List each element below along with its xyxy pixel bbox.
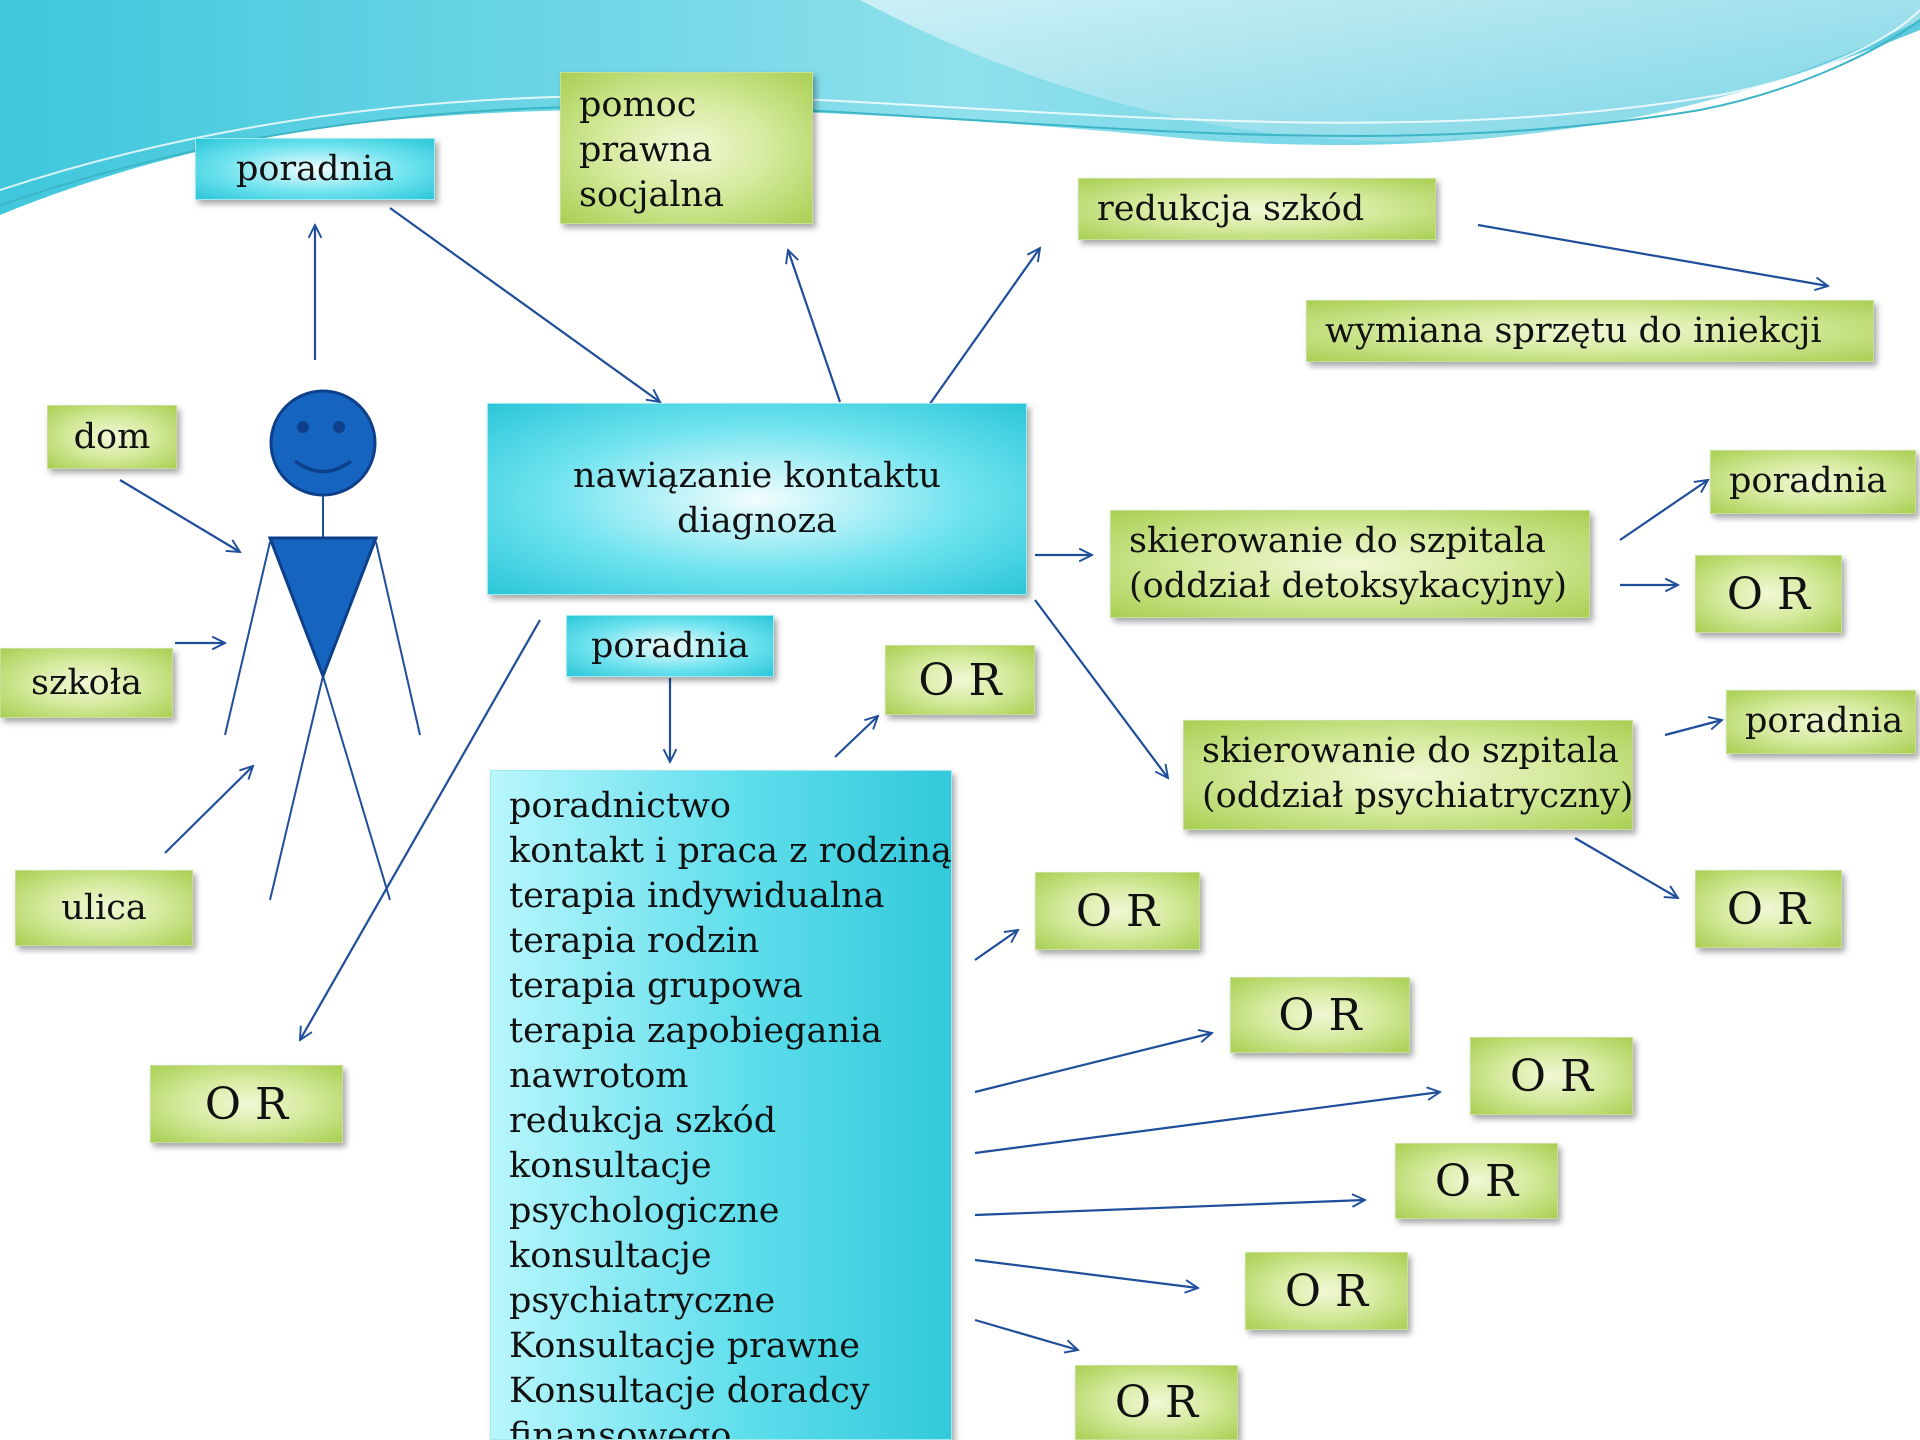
or-box-top: O R [885, 645, 1035, 715]
node-label: skierowanie do szpitala [1202, 731, 1619, 771]
or-box-detox: O R [1695, 555, 1842, 633]
person-eye-right [333, 421, 345, 433]
node-label: skierowanie do szpitala [1129, 521, 1546, 561]
arrow-ulica-to-person [164, 766, 253, 854]
arrow-psych-to-or [1574, 837, 1678, 898]
service-item: Konsultacje doradcy [509, 1371, 870, 1411]
arrow-center-to-psych [1034, 599, 1168, 778]
node-label: nawiązanie kontaktu [573, 456, 941, 496]
person-torso [267, 536, 379, 681]
arrow-services-to-or-top [834, 716, 878, 758]
node-poradnia-r1: poradnia [1710, 450, 1916, 514]
node-services: poradnictwo kontakt i praca z rodziną te… [490, 770, 952, 1440]
service-item: redukcja szkód [509, 1101, 777, 1141]
arrow-detox-to-poradnia [1619, 480, 1708, 541]
node-pomoc: pomoc prawna socjalna [560, 72, 813, 224]
service-item: terapia rodzin [509, 921, 760, 961]
node-label: (oddział psychiatryczny) [1202, 776, 1634, 816]
arrow-services-to-or-4 [974, 1200, 1365, 1217]
node-center: nawiązanie kontaktu diagnoza [487, 403, 1027, 595]
node-redukcja: redukcja szkód [1078, 178, 1436, 240]
or-box-psych: O R [1695, 870, 1842, 948]
or-label: O R [1114, 1377, 1199, 1428]
node-szkola: szkoła [0, 648, 173, 718]
service-item: psychologiczne [509, 1191, 780, 1231]
service-item: terapia grupowa [509, 966, 803, 1006]
or-box-2: O R [1230, 977, 1410, 1053]
service-item: terapia indywidualna [509, 876, 885, 916]
node-label: poradnia [235, 148, 395, 189]
arrow-poradnia-to-center [389, 207, 660, 402]
node-ulica: ulica [15, 870, 193, 946]
person-figure [224, 389, 421, 901]
node-label: redukcja szkód [1097, 189, 1365, 229]
service-item: konsultacje [509, 1236, 712, 1276]
or-label: O R [918, 654, 1002, 706]
node-label: (oddział detoksykacyjny) [1129, 566, 1567, 606]
node-label: poradnia [1729, 461, 1888, 501]
person-leg-right [322, 675, 391, 901]
node-label: prawna [579, 130, 713, 170]
person-leg-left [269, 675, 324, 901]
service-item: psychiatryczne [509, 1281, 776, 1321]
or-label: O R [1726, 883, 1811, 935]
arrow-services-to-or-1 [974, 930, 1018, 961]
person-smile [293, 459, 353, 474]
or-box-5: O R [1245, 1252, 1408, 1330]
or-label: O R [1726, 568, 1811, 620]
service-item: finansowego [509, 1416, 732, 1440]
or-box-4: O R [1395, 1143, 1558, 1219]
arrow-services-to-or-5 [974, 1258, 1198, 1288]
arrows [119, 207, 1828, 1350]
person-arm-right [375, 541, 421, 736]
arrow-center-to-or-left [300, 619, 541, 1040]
arrow-center-to-pomoc [788, 250, 842, 403]
person-arm-left [224, 541, 271, 736]
service-item: Konsultacje prawne [509, 1326, 860, 1366]
or-label: O R [204, 1078, 289, 1130]
node-label: szkoła [31, 662, 142, 703]
or-label: O R [1278, 989, 1362, 1041]
or-box-3: O R [1470, 1037, 1633, 1115]
node-label: pomoc [579, 85, 697, 125]
node-label: ulica [61, 887, 147, 928]
arrow-center-to-redukcja [921, 248, 1040, 416]
or-box-6: O R [1075, 1365, 1238, 1440]
arrow-services-to-or-3 [974, 1092, 1440, 1155]
node-label: dom [73, 416, 151, 457]
node-wymiana: wymiana sprzętu do iniekcji [1306, 300, 1874, 362]
node-szpital-detox: skierowanie do szpitala (oddział detoksy… [1110, 510, 1590, 618]
node-label: wymiana sprzętu do iniekcji [1325, 311, 1822, 351]
arrow-services-to-or-6 [974, 1318, 1078, 1350]
arrow-services-to-or-2 [974, 1033, 1212, 1094]
service-item: poradnictwo [509, 786, 731, 826]
or-box-left: O R [150, 1065, 343, 1143]
node-label: socjalna [579, 175, 724, 215]
node-poradnia-top: poradnia [195, 138, 435, 200]
arrow-redukcja-to-wymiana [1477, 223, 1828, 286]
or-label: O R [1075, 885, 1160, 937]
or-box-1: O R [1035, 872, 1200, 950]
node-poradnia-r2: poradnia [1726, 690, 1916, 754]
service-item: kontakt i praca z rodziną [509, 831, 952, 871]
node-label: poradnia [590, 625, 750, 666]
header-wave [0, 0, 1920, 215]
service-item: terapia zapobiegania [509, 1011, 882, 1051]
service-item: konsultacje [509, 1146, 712, 1186]
node-label: poradnia [1745, 701, 1904, 741]
node-label: diagnoza [677, 501, 837, 541]
node-dom: dom [47, 405, 177, 469]
node-poradnia-mid: poradnia [566, 615, 774, 677]
or-label: O R [1434, 1155, 1519, 1207]
service-item: nawrotom [509, 1056, 689, 1096]
person-head [269, 389, 377, 497]
person-eye-left [297, 421, 309, 433]
or-label: O R [1284, 1265, 1369, 1317]
or-label: O R [1509, 1050, 1594, 1102]
arrow-psych-to-poradnia [1664, 720, 1722, 737]
arrow-dom-to-person [119, 479, 240, 552]
node-szpital-psych: skierowanie do szpitala (oddział psychia… [1183, 720, 1633, 830]
